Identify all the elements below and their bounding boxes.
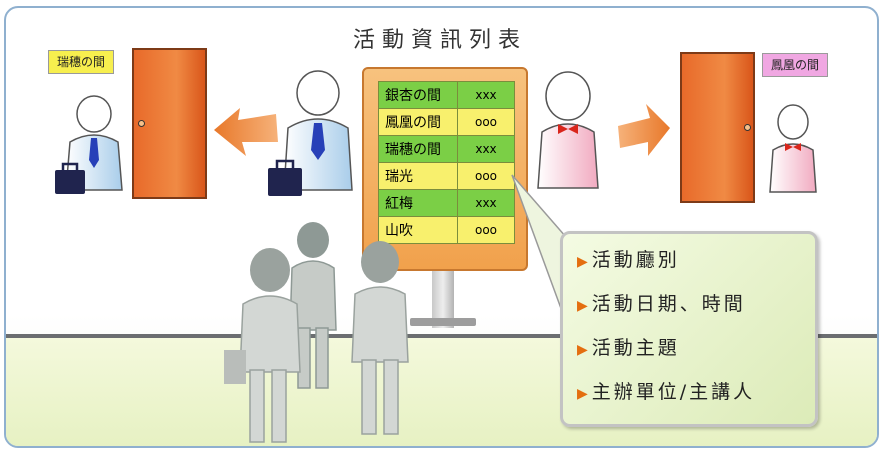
visitor-silhouette-icon [351,241,409,435]
callout-item: ▶主辦單位/主講人 [563,370,815,414]
triangle-bullet-icon: ▶ [577,386,588,402]
board-stand-base [410,318,476,326]
board-room-value: xxx [457,135,515,163]
callout-item: ▶活動廳別 [563,238,815,282]
board-room-value: ooo [457,162,515,190]
triangle-bullet-icon: ▶ [577,342,588,358]
board-row: 山吹 ooo [378,216,515,244]
board-row: 瑞光 ooo [378,162,515,190]
board-room-name: 鳳凰の間 [378,108,458,136]
door-right-icon [680,52,755,203]
door-knob [138,120,145,127]
visitor-silhouette-icon [224,248,301,443]
briefcase-icon [268,159,302,196]
room-tag-left: 瑞穗の間 [48,50,115,74]
door-left-icon [132,48,207,199]
arrow-left-icon [214,108,278,156]
diagram-title: 活動資訊列表 [352,28,527,53]
callout-item-label: 主辦單位/主講人 [591,381,756,403]
visitor-silhouette-icon [289,222,337,389]
woman-bowtie-icon [537,71,599,189]
callout-list: ▶活動廳別 ▶活動日期、時間 ▶活動主題 ▶主辦單位/主講人 [563,234,815,414]
board-room-value: xxx [457,81,515,109]
triangle-bullet-icon: ▶ [577,254,588,270]
board-row: 鳳凰の間 ooo [378,108,515,136]
board-room-value: ooo [457,108,515,136]
board-stand [432,268,454,328]
board-table: 銀杏の間 xxx 鳳凰の間 ooo 瑞穗の間 xxx 瑞光 ooo 紅梅 xxx… [378,81,515,244]
board-room-value: xxx [457,189,515,217]
board-room-value: ooo [457,216,515,244]
info-callout: ▶活動廳別 ▶活動日期、時間 ▶活動主題 ▶主辦單位/主講人 [560,231,818,427]
callout-item-label: 活動主題 [591,337,680,359]
door-knob [744,124,751,131]
board-room-name: 山吹 [378,216,458,244]
room-tag-right: 鳳凰の間 [762,53,829,77]
triangle-bullet-icon: ▶ [577,298,588,314]
callout-pointer [511,174,567,323]
board-row: 紅梅 xxx [378,189,515,217]
board-row: 瑞穗の間 xxx [378,135,515,163]
arrow-right-icon [618,104,670,156]
callout-item: ▶活動日期、時間 [563,282,815,326]
briefcase-icon [55,162,85,194]
callout-item-label: 活動廳別 [591,249,680,271]
woman-bowtie-icon [769,104,817,193]
callout-item-label: 活動日期、時間 [591,293,746,315]
board-room-name: 瑞穗の間 [378,135,458,163]
info-board: 銀杏の間 xxx 鳳凰の間 ooo 瑞穗の間 xxx 瑞光 ooo 紅梅 xxx… [362,67,528,271]
board-room-name: 瑞光 [378,162,458,190]
callout-item: ▶活動主題 [563,326,815,370]
board-room-name: 紅梅 [378,189,458,217]
